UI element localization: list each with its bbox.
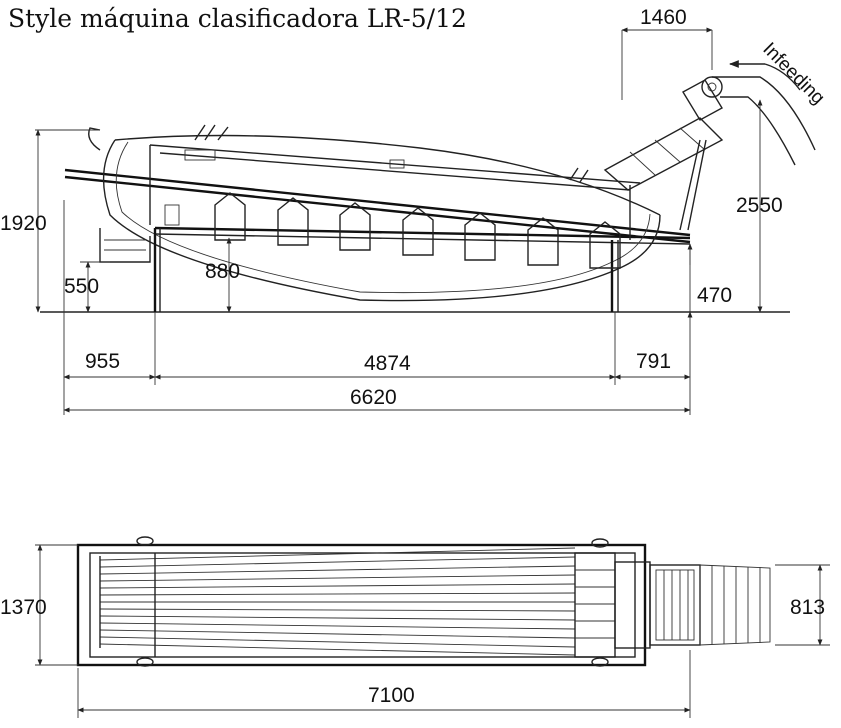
carrier-frame-top2 [159,152,631,191]
dim-4874: 4874 [364,352,411,375]
top-frame-outer [76,543,647,667]
sorting-lanes [99,547,576,657]
infeed-support [679,139,701,231]
top-wheel [136,536,154,546]
dim-1370: 1370 [0,596,47,619]
lane-line [99,608,576,612]
outlet-bin [464,212,496,261]
top-lever-right [569,167,589,183]
top-lever [194,124,229,141]
lane-line [99,565,576,575]
infeed-label: Infeeding [758,39,828,109]
infeed-belt-top [649,564,701,646]
feeder-section [574,552,616,658]
top-wheel [591,538,609,548]
lane-line [99,615,576,621]
infeed-belt-ribs [663,570,689,640]
infeed-extension [699,564,771,646]
dim-550: 550 [64,275,99,298]
infeed-arrow-curve [764,63,801,91]
outlet-bin [589,221,621,269]
frame-top-beam [64,168,691,237]
lane-line [99,547,576,561]
lane-line [99,622,576,630]
infeed-pulley-hub [707,82,717,92]
infeed-belt-bottom [720,96,796,166]
page-title: Style máquina clasificadora LR-5/12 [8,4,467,33]
top-view: 1370 813 7100 [0,536,830,718]
lane-line [99,583,576,589]
top-wheel [136,657,154,667]
infeed-chute-body [603,117,724,191]
top-wheel [591,657,609,667]
lane-line [99,592,576,596]
infeed-support-2 [687,139,707,231]
dim-955: 955 [85,350,120,373]
side-view: Infeeding 1460 1920 2550 550 880 [0,6,829,415]
top-frame-inner [89,552,636,658]
dim-880: 880 [205,260,240,283]
outlet-bins [164,192,621,269]
outlet-bin [339,202,371,251]
outlet-bin [527,217,559,266]
outlet-bin [402,207,434,256]
lane-line [99,636,576,648]
center-bracket [389,159,405,169]
frame-top-beam-inner [64,175,691,244]
carrier-frame-top [149,144,641,184]
infeed-belt-inner [655,569,695,641]
lane-line [99,574,576,582]
infeed-conveyor [603,60,816,231]
infeed-pulley [701,76,723,98]
lane-line [99,556,576,568]
dim-1460: 1460 [640,6,687,29]
dim-813: 813 [790,596,825,619]
left-end-cap [88,127,101,151]
outlet-bin [164,204,180,226]
infeed-belt-top [712,76,816,151]
frame-lower-beam [154,226,691,240]
lane-line [99,629,576,639]
lane-line [99,643,576,656]
frame-lower-beam-inner [154,233,691,245]
outlet-bin [214,192,246,241]
infeed-upper-guide [682,79,723,121]
dim-470: 470 [697,284,732,307]
control-box [184,149,216,161]
outlet-bin [277,197,309,246]
infeed-extension-ribs [711,566,761,644]
discharge-chute-lines [104,239,146,251]
dim-7100: 7100 [368,684,415,707]
dim-1920: 1920 [0,212,47,235]
feeder-slats [575,569,615,639]
belt-loop-inner [115,141,651,294]
dim-791: 791 [636,350,671,373]
discharge-chute [99,228,151,263]
infeed-roller-lines [629,127,706,176]
dim-6620: 6620 [350,386,397,409]
dim-2550: 2550 [736,194,783,217]
belt-loop-outer [102,139,661,302]
